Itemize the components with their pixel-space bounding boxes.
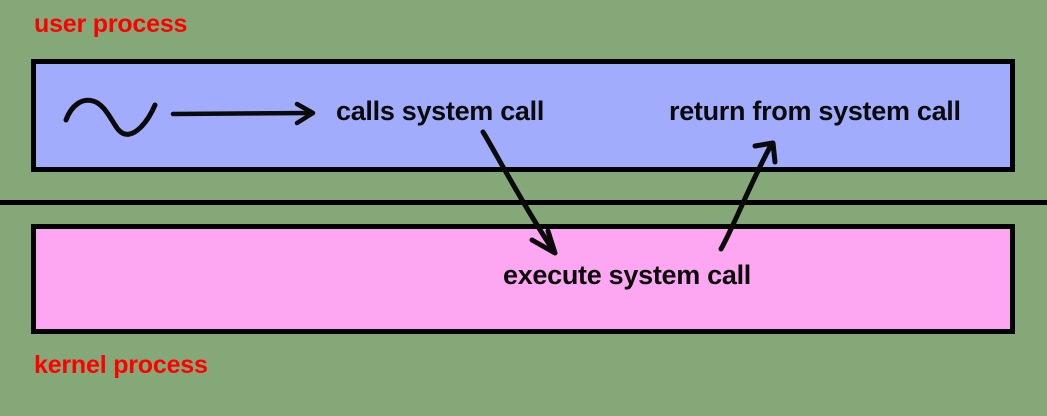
calls-system-call-text: calls system call (336, 96, 545, 126)
return-from-system-call-text: return from system call (669, 96, 961, 126)
kernel-process-label: kernel process (34, 351, 208, 379)
execute-system-call-text: execute system call (503, 260, 751, 290)
privilege-boundary-divider (0, 200, 1047, 205)
user-process-label: user process (34, 10, 188, 38)
